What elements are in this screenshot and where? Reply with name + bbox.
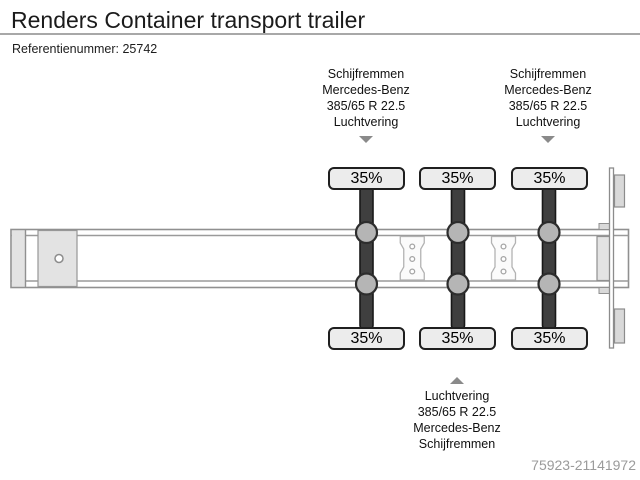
front-section bbox=[12, 229, 78, 288]
cross-member-2-hole bbox=[500, 255, 507, 263]
rear-bumper-block bbox=[596, 235, 612, 282]
spec-line-brakes: Schijfremmen bbox=[509, 67, 587, 81]
axle-1-tire-bar bbox=[359, 186, 374, 330]
spec-line-tire-size: 385/65 R 22.5 bbox=[417, 405, 497, 419]
axle-3-tire-bar bbox=[541, 186, 557, 330]
spec-line-suspension: Luchtvering bbox=[515, 115, 581, 129]
spec-line-tire-size: 385/65 R 22.5 bbox=[508, 99, 588, 113]
watermark-id: 75923-21141972 bbox=[531, 457, 636, 473]
rear-hinge-top bbox=[613, 174, 626, 208]
cross-member-1-hole bbox=[409, 255, 416, 263]
cross-member-2-hole bbox=[500, 243, 507, 250]
axles bbox=[354, 186, 561, 330]
spec-line-suspension: Luchtvering bbox=[333, 115, 399, 129]
title-divider bbox=[0, 33, 640, 35]
rear-frame-bar bbox=[608, 167, 615, 349]
tread-badge-bottom-1: 35% bbox=[328, 327, 405, 350]
wheel-hub bbox=[537, 272, 561, 296]
wheel-hub bbox=[354, 220, 379, 245]
front-edge-strip bbox=[12, 230, 25, 287]
axle-spec-label-bottom: Luchtvering 385/65 R 22.5 Mercedes-Benz … bbox=[372, 388, 542, 452]
spec-line-tire-size: 385/65 R 22.5 bbox=[326, 99, 406, 113]
cross-member-1-hole bbox=[409, 243, 416, 250]
tread-badge-bottom-2: 35% bbox=[419, 327, 496, 350]
rear-hinge-bottom bbox=[613, 308, 626, 344]
spec-line-brakes: Schijfremmen bbox=[418, 437, 496, 451]
wheel-hub bbox=[354, 272, 379, 296]
pointer-down-icon bbox=[541, 136, 555, 143]
chassis-frame bbox=[10, 228, 630, 289]
kingpin bbox=[54, 253, 64, 264]
spec-line-brakes: Schijfremmen bbox=[327, 67, 405, 81]
axle-spec-label-top-right: Schijfremmen Mercedes-Benz 385/65 R 22.5… bbox=[463, 66, 633, 130]
axle-spec-label-top-left: Schijfremmen Mercedes-Benz 385/65 R 22.5… bbox=[281, 66, 451, 130]
pointer-up-icon bbox=[450, 377, 464, 384]
tread-badge-top-1: 35% bbox=[328, 167, 405, 190]
cross-member-1-hole bbox=[409, 268, 416, 275]
spec-line-suspension: Luchtvering bbox=[424, 389, 490, 403]
rear-assembly bbox=[596, 167, 626, 349]
spec-line-brand: Mercedes-Benz bbox=[413, 421, 501, 435]
wheel-hub bbox=[446, 272, 470, 296]
spec-line-brand: Mercedes-Benz bbox=[322, 83, 410, 97]
pointer-down-icon bbox=[359, 136, 373, 143]
cross-members bbox=[399, 235, 517, 281]
axle-2-tire-bar bbox=[450, 186, 466, 330]
tread-badge-top-3: 35% bbox=[511, 167, 588, 190]
rear-tab-top bbox=[598, 223, 611, 230]
page-title: Renders Container transport trailer bbox=[11, 7, 366, 33]
cross-member-2-hole bbox=[500, 268, 507, 275]
wheel-hub bbox=[446, 220, 470, 245]
tread-badge-top-2: 35% bbox=[419, 167, 496, 190]
chassis-outline bbox=[10, 228, 630, 289]
rear-tab-bottom bbox=[598, 287, 611, 294]
wheel-hub bbox=[537, 220, 561, 245]
spec-line-brand: Mercedes-Benz bbox=[504, 83, 592, 97]
reference-number: Referentienummer: 25742 bbox=[12, 42, 158, 56]
tread-badge-bottom-3: 35% bbox=[511, 327, 588, 350]
